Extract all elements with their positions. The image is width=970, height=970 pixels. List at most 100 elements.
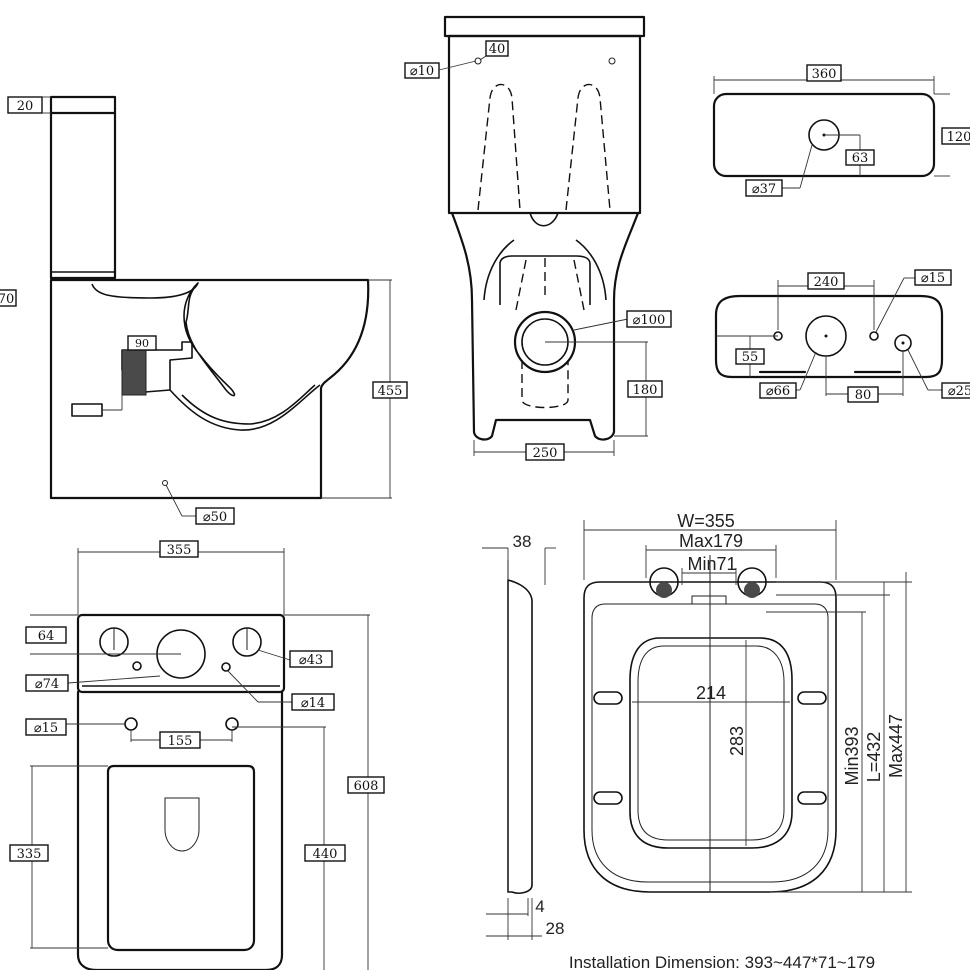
base-dim-15-box (914, 269, 952, 286)
lid-dim-37: ⌀37 (752, 182, 776, 197)
rear-tank-lid (443, 15, 646, 38)
seat-bumper (593, 691, 623, 705)
seat-inner-width: 214 (696, 683, 726, 703)
side-fixing-slot (71, 403, 103, 417)
rear-dim-40: 40 (489, 42, 506, 57)
lid-dim-120: 120 (947, 130, 970, 145)
side-dim-50: ⌀50 (203, 510, 227, 525)
rear-dim-180-box (627, 380, 663, 398)
side-trap-curve (91, 282, 236, 397)
seat-length: L=432 (864, 732, 884, 783)
top-dim-608: 608 (354, 779, 379, 794)
seat-max-length: Max447 (886, 714, 906, 778)
side-view: 20 70 90 455 ⌀50 (0, 95, 408, 525)
side-dim-90-box (127, 335, 157, 351)
base-dim-55-box (735, 348, 765, 365)
side-hole-50 (162, 480, 168, 486)
side-dim-70-box (0, 289, 17, 307)
rear-dim-100-box (626, 310, 672, 328)
side-dim-20-box (7, 96, 43, 114)
top-dim-335-box (9, 844, 49, 862)
rear-dim-10-box (404, 62, 440, 79)
top-dim-608-box (347, 776, 385, 794)
top-hole-left (132, 661, 142, 671)
top-dim-355-box (159, 540, 199, 558)
tank-base-view: 240 ⌀15 55 ⌀66 80 ⌀25 (714, 269, 970, 403)
top-seat (106, 764, 256, 952)
lid-dim-63-box (845, 149, 875, 166)
top-hole-14 (221, 662, 231, 672)
side-dim-770: 70 (0, 292, 14, 307)
side-dim-50-box (195, 507, 235, 525)
top-view: 355 64 ⌀74 ⌀43 ⌀14 ⌀15 155 608 440 (9, 540, 385, 970)
seat-min-hinge: Min71 (687, 554, 736, 574)
top-dim-74-box (25, 674, 69, 692)
base-dim-240-box (807, 272, 845, 290)
top-dim-64-box (25, 626, 67, 644)
rear-duct-left (477, 83, 521, 211)
lid-outline (712, 92, 936, 178)
side-bowl-outline (49, 278, 370, 500)
lid-dim-120-box (941, 127, 970, 145)
top-dim-335: 335 (17, 847, 42, 862)
base-hole-15 (869, 331, 879, 341)
top-tank (76, 613, 286, 694)
seat-profile: 38 4 28 (482, 532, 564, 940)
lid-dim-37-box (745, 179, 783, 197)
top-hole-15-right (225, 717, 239, 731)
top-dim-355: 355 (167, 543, 192, 558)
lid-dim-63: 63 (852, 151, 869, 166)
top-dim-440: 440 (313, 847, 338, 862)
side-seal-hatch (122, 350, 146, 395)
top-dim-74: ⌀74 (35, 677, 59, 692)
tank-lid-view: 360 120 63 ⌀37 (712, 64, 970, 197)
base-dim-15: ⌀15 (921, 271, 945, 286)
base-dim-25: ⌀25 (948, 384, 970, 399)
top-dim-14: ⌀14 (301, 696, 325, 711)
top-dim-15: ⌀15 (34, 721, 58, 736)
top-hole-15-left (124, 717, 138, 731)
top-dim-155: 155 (168, 734, 193, 749)
top-bowl (76, 690, 284, 970)
base-dim-80: 80 (855, 388, 872, 403)
side-dim-455: 455 (378, 384, 403, 399)
top-bowl-opening (164, 797, 200, 852)
base-dim-80-box (847, 386, 879, 403)
seat-min-length: Min393 (842, 726, 862, 785)
top-dim-14-box (291, 693, 335, 711)
seat-inner-length: 283 (727, 726, 747, 756)
rear-view: 40 ⌀10 ⌀100 180 250 (404, 15, 672, 461)
side-tank-body (49, 111, 117, 280)
rear-pedestal (450, 211, 640, 441)
rear-duct-right (565, 83, 611, 211)
top-dim-43: ⌀43 (299, 653, 323, 668)
lid-dim-360-box (806, 64, 842, 82)
side-bowl-bottom (169, 384, 321, 431)
installation-dimension: Installation Dimension: 393~447*71~179 (569, 953, 875, 970)
seat-plan: W=355 Max179 Min71 214 283 Min393 L=432 … (569, 511, 912, 970)
side-dim-20: 20 (17, 99, 34, 114)
side-dim-455-box (372, 381, 408, 399)
seat-dim-38: 38 (513, 532, 532, 551)
top-dim-440-box (304, 844, 346, 862)
rear-dim-180: 180 (633, 383, 658, 398)
rear-dim-250: 250 (533, 446, 558, 461)
rear-dim-10: ⌀10 (410, 64, 434, 79)
seat-dim-28: 28 (546, 919, 565, 938)
rear-dim-40-box (485, 40, 509, 57)
seat-hinge-bar (691, 595, 727, 605)
top-dim-64: 64 (38, 629, 55, 644)
rear-tank (447, 34, 642, 215)
seat-profile-outline (507, 579, 533, 894)
base-dim-55: 55 (742, 350, 759, 365)
top-dim-43-box (289, 650, 333, 668)
rear-dim-250-box (525, 443, 565, 461)
base-dim-240: 240 (814, 275, 839, 290)
top-dim-15-box (25, 718, 67, 736)
base-outline (714, 294, 944, 379)
base-dim-25-box (941, 382, 970, 399)
lid-dim-360: 360 (812, 67, 837, 82)
side-dim-90: 90 (135, 337, 149, 350)
seat-inner-opening (629, 637, 793, 849)
